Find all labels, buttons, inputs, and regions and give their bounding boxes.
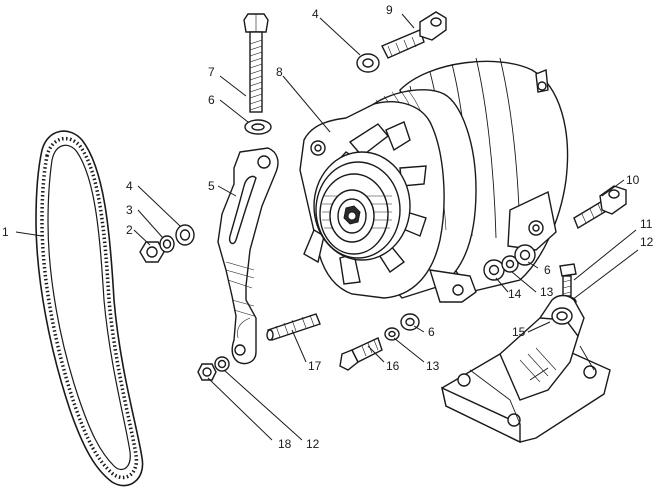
callout-18: 18 — [278, 437, 292, 451]
callout-6-top: 6 — [208, 93, 215, 107]
alternator-part-8 — [299, 57, 569, 303]
leader-line — [527, 261, 539, 269]
callout-9: 9 — [386, 3, 393, 17]
callout-5: 5 — [208, 179, 215, 193]
callout-2: 2 — [126, 223, 133, 237]
leader-line — [207, 377, 273, 441]
drive-belt — [35, 130, 144, 487]
leader-line — [291, 329, 307, 363]
leader-line — [282, 75, 331, 133]
washer-part-14 — [483, 259, 505, 281]
long-bolt-part-7 — [243, 13, 269, 113]
leader-line — [393, 337, 425, 363]
callout-4-left: 4 — [126, 179, 133, 193]
leader-line — [601, 179, 625, 197]
washer-part-4-left — [175, 224, 195, 246]
washer-part-3 — [159, 235, 175, 253]
callout-15: 15 — [512, 325, 526, 339]
callout-8: 8 — [276, 65, 283, 79]
leader-line — [133, 229, 151, 246]
callout-14: 14 — [508, 287, 522, 301]
washer-part-13-lower — [384, 327, 400, 341]
callout-13-lower: 13 — [426, 359, 440, 373]
tension-bracket-part-5 — [217, 147, 279, 365]
pulley — [313, 151, 411, 261]
bolt-part-9 — [381, 11, 447, 59]
callout-16: 16 — [386, 359, 400, 373]
leader-line — [527, 321, 551, 333]
nut-part-2 — [139, 241, 165, 263]
callout-1: 1 — [2, 225, 9, 239]
washer-part-13-right — [501, 255, 519, 273]
callout-13-right: 13 — [540, 285, 554, 299]
nut-part-18 — [197, 363, 217, 381]
callout-3: 3 — [126, 203, 133, 217]
callout-11: 11 — [640, 217, 653, 231]
leader-line — [511, 271, 537, 293]
callout-17: 17 — [308, 359, 322, 373]
washer-part-6-right — [514, 244, 536, 266]
callout-6-lower: 6 — [428, 325, 435, 339]
leader-line — [319, 17, 361, 56]
leader-line — [413, 325, 425, 333]
leader-line — [223, 369, 303, 441]
washer-part-4-top — [356, 53, 380, 73]
bolt-part-10 — [573, 185, 627, 230]
leader-line — [137, 185, 181, 227]
callout-12-lower: 12 — [306, 437, 320, 451]
leader-line — [219, 75, 247, 97]
callout-12-right: 12 — [640, 235, 654, 249]
leader-line — [219, 99, 249, 123]
leader-line — [571, 249, 639, 301]
leader-line — [137, 209, 164, 239]
leader-line — [367, 345, 385, 363]
bolt-part-11 — [559, 263, 577, 297]
callout-4-top: 4 — [312, 7, 319, 21]
callout-6-right: 6 — [544, 263, 551, 277]
leader-line — [15, 231, 43, 237]
stud-part-17 — [266, 313, 321, 341]
washer-part-6-top — [244, 119, 272, 135]
mounting-bracket-part-15 — [441, 294, 611, 444]
bolt-part-16 — [339, 337, 383, 371]
washer-part-12-left — [214, 356, 230, 372]
callout-10: 10 — [626, 173, 640, 187]
leader-line — [573, 229, 637, 281]
leader-line — [495, 277, 509, 293]
leader-line — [217, 185, 237, 197]
leader-line — [401, 13, 415, 29]
callout-7: 7 — [208, 65, 215, 79]
